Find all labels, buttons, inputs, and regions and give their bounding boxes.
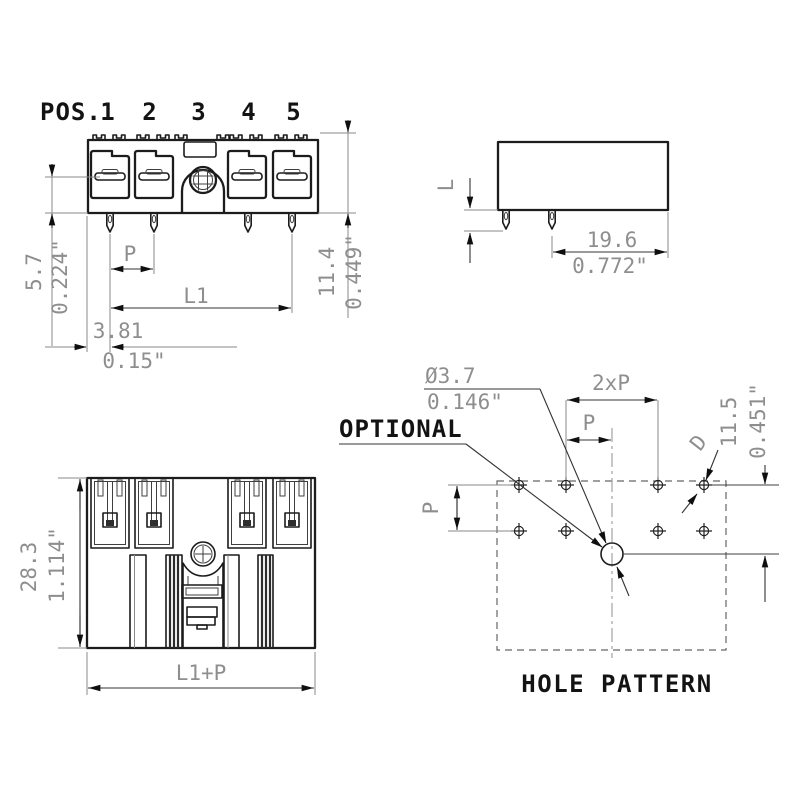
extension-lines-holes (448, 400, 659, 532)
dim-pin-offset-mm: 5.7 (22, 253, 46, 291)
pos-label: POS. (40, 98, 102, 126)
front-view: POS. 1 2 3 4 5 (22, 98, 366, 373)
dim-height-mm: 11.4 (315, 247, 339, 298)
housing-body-top (85, 476, 317, 650)
socket-pos2 (133, 149, 175, 200)
dim-pitch-front: P (124, 242, 137, 266)
pos-number-1: 1 (100, 98, 115, 126)
dim-pin-hole-dia: D (685, 430, 712, 455)
socket-pos1 (89, 149, 131, 200)
dim-depth-mm: 19.6 (587, 228, 638, 252)
dim-total-height-mm: 28.3 (17, 542, 41, 593)
dim-length-l1: L1 (183, 284, 208, 308)
dim-row-offset-in: 0.451" (746, 383, 770, 459)
dim-depth-in: 0.772" (572, 254, 648, 278)
top-view: 28.3 1.114" L1+P (17, 476, 317, 695)
extension-lines-top (58, 477, 316, 695)
dim-edge-offset-mm: 3.81 (93, 319, 144, 343)
dim-total-width: L1+P (176, 661, 227, 685)
pin-4 (244, 212, 252, 233)
dim-double-pitch: 2xP (592, 371, 630, 395)
guide-rails (129, 554, 274, 649)
side-view: L 19.6 0.772" (434, 140, 670, 278)
dim-total-height-in: 1.114" (45, 527, 69, 603)
clamp-block-pos1 (90, 477, 130, 549)
pos-number-2: 2 (142, 98, 157, 126)
hole-pattern-title: HOLE PATTERN (521, 670, 712, 698)
side-pin-2 (547, 209, 557, 230)
dimension-lines-holes (339, 388, 769, 602)
dim-pin-offset-in: 0.224" (48, 239, 72, 315)
pin-1 (106, 212, 114, 233)
side-pin-1 (501, 209, 511, 230)
dim-hole-dia-mm: Ø3.7 (425, 364, 476, 388)
dim-pitch-horizontal: P (583, 411, 596, 435)
dim-hole-dia-in: 0.146" (427, 390, 503, 414)
dimension-lines-side (466, 178, 667, 263)
dim-height-in: 0.449" (342, 234, 366, 310)
dim-edge-offset-in: 0.15" (102, 349, 165, 373)
dim-row-offset-mm: 11.5 (717, 397, 741, 448)
housing-body-side (496, 140, 670, 212)
optional-label: OPTIONAL (339, 415, 463, 443)
castellation-profile (92, 134, 308, 140)
pos-number-3: 3 (191, 98, 206, 126)
dimension-lines-top (76, 479, 314, 692)
pos-number-4: 4 (241, 98, 256, 126)
clamp-block-pos2 (134, 477, 174, 549)
dim-pin-length: L (434, 179, 458, 192)
socket-pos4 (226, 149, 268, 200)
pin-5 (287, 212, 297, 233)
clamp-block-pos4 (227, 477, 267, 549)
pos-number-5: 5 (286, 98, 301, 126)
reference-lines (623, 484, 779, 555)
hole-pattern-view: Ø3.7 0.146" OPTIONAL 2xP P P D 11.5 0.45… (339, 364, 779, 698)
keying-slot (183, 141, 217, 158)
dim-pitch-vertical: P (419, 502, 443, 515)
clamp-block-pos5 (272, 477, 312, 549)
extension-lines-side (464, 209, 669, 258)
dimension-lines-front (48, 120, 352, 351)
socket-pos5 (271, 149, 313, 200)
fixing-screw-top (181, 541, 224, 648)
pin-2 (150, 212, 158, 233)
fixing-screw-front (180, 165, 226, 213)
